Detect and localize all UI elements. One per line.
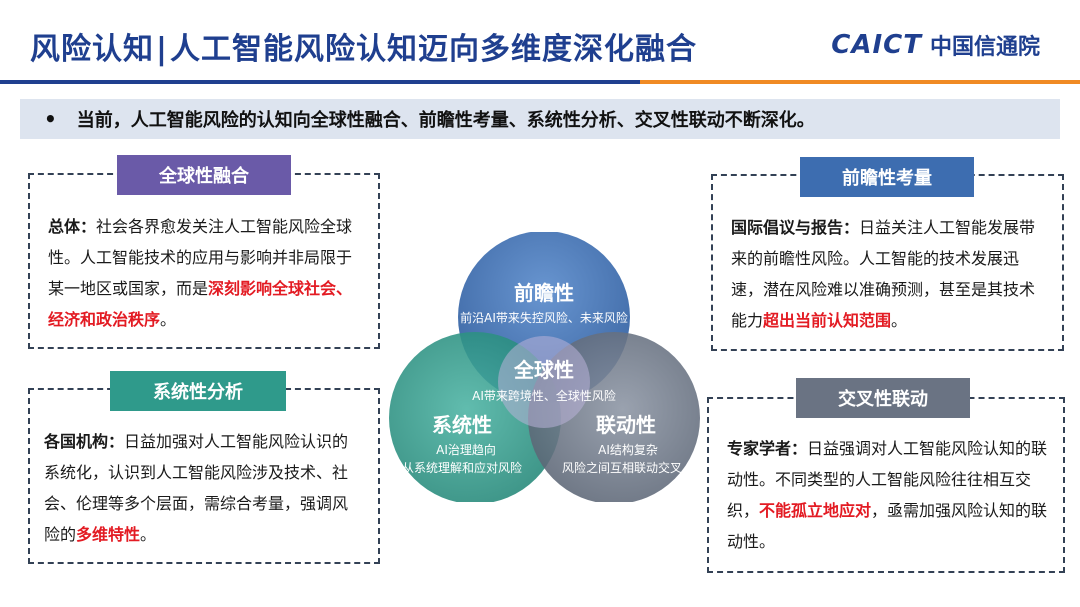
header-rule-orange [640,80,1080,84]
title-prefix: 风险认知 [30,32,154,67]
venn-svg: 前瞻性 前沿AI带来失控风险、未来风险 全球性 AI带来跨境性、全球性风险 系统… [389,232,700,502]
panel-system-body: 各国机构：日益加强对人工智能风险认识的系统化，认识到人工智能风险涉及技术、社会、… [44,426,362,550]
venn-right-sub1: AI结构复杂 [598,442,658,457]
tag-system: 系统性分析 [110,371,286,411]
panel-system-tail: 。 [140,525,157,544]
panel-system-lead: 各国机构： [44,432,125,451]
venn-left-title: 系统性 [432,413,492,437]
panel-global-text: 社会各界愈发关注人工智能风险全球性。人工智能技术的应用与影响并非局限于某一地区或… [48,217,353,298]
logo-cn: 中国信通院 [929,35,1040,60]
venn-right-title: 联动性 [596,413,656,437]
tag-forward: 前瞻性考量 [800,157,974,197]
venn-top-sub: 前沿AI带来失控风险、未来风险 [460,310,628,325]
panel-cross-highlight: 不能孤立地应对 [759,501,872,520]
panel-cross-body: 专家学者：日益强调对人工智能风险认知的联动性。不同类型的人工智能风险往往相互交织… [727,433,1049,557]
panel-global-body: 总体：社会各界愈发关注人工智能风险全球性。人工智能技术的应用与影响并非局限于某一… [48,211,362,335]
panel-global-tail: 。 [160,310,177,329]
panel-global-lead: 总体： [48,217,97,236]
panel-forward-text: 日益关注人工智能发展带来的前瞻性风险。人工智能的技术发展迅速，潜在风险难以准确预… [731,218,1036,330]
panel-forward-highlight: 超出当前认知范围 [763,311,892,330]
summary-text: 当前，人工智能风险的认知向全球性融合、前瞻性考量、系统性分析、交叉性联动不断深化… [76,110,815,131]
venn-top-title: 前瞻性 [514,281,574,305]
title-main: 人工智能风险认知迈向多维度深化融合 [169,32,697,67]
tag-global: 全球性融合 [117,155,291,195]
panel-forward-lead: 国际倡议与报告： [731,218,860,237]
summary-bar: • 当前，人工智能风险的认知向全球性融合、前瞻性考量、系统性分析、交叉性联动不断… [20,99,1060,139]
venn-center-highlight [498,336,590,428]
venn-right-sub2: 风险之间互相联动交叉 [562,460,682,475]
caict-logo: CAICT 中国信通院 [831,28,1040,62]
panel-forward: 国际倡议与报告：日益关注人工智能发展带来的前瞻性风险。人工智能的技术发展迅速，潜… [711,174,1064,351]
panel-cross-lead: 专家学者： [727,439,808,458]
panel-forward-body: 国际倡议与报告：日益关注人工智能发展带来的前瞻性风险。人工智能的技术发展迅速，潜… [731,212,1046,336]
venn-left-sub2: 从系统理解和应对风险 [402,460,522,475]
venn-center-sub: AI带来跨境性、全球性风险 [472,388,616,403]
logo-en: CAICT [831,30,922,60]
tag-cross: 交叉性联动 [796,378,970,418]
panel-global: 总体：社会各界愈发关注人工智能风险全球性。人工智能技术的应用与影响并非局限于某一… [28,173,380,349]
panel-forward-tail: 。 [891,311,908,330]
venn-center-title: 全球性 [513,358,574,382]
header-rule-blue [0,80,640,84]
bullet-dot: • [44,107,57,131]
title-separator: | [156,32,168,67]
panel-global-highlight: 深刻影响全球社会、经济和政治秩序 [48,279,353,329]
page-title: 风险认知|人工智能风险认知迈向多维度深化融合 [30,24,697,68]
panel-system: 各国机构：日益加强对人工智能风险认识的系统化，认识到人工智能风险涉及技术、社会、… [28,388,380,564]
venn-left-sub1: AI治理趋向 [436,442,496,457]
panel-system-text: 日益加强对人工智能风险认识的系统化，认识到人工智能风险涉及技术、社会、伦理等多个… [44,432,349,544]
panel-cross: 专家学者：日益强调对人工智能风险认知的联动性。不同类型的人工智能风险往往相互交织… [707,397,1065,573]
panel-cross-text: 日益强调对人工智能风险认知的联动性。不同类型的人工智能风险往往相互交织， [727,439,1048,520]
panel-system-highlight: 多维特性 [76,525,141,544]
panel-cross-tail: ，亟需加强风险认知的联动性。 [727,501,1048,551]
venn-diagram: 前瞻性 前沿AI带来失控风险、未来风险 全球性 AI带来跨境性、全球性风险 系统… [384,232,702,502]
